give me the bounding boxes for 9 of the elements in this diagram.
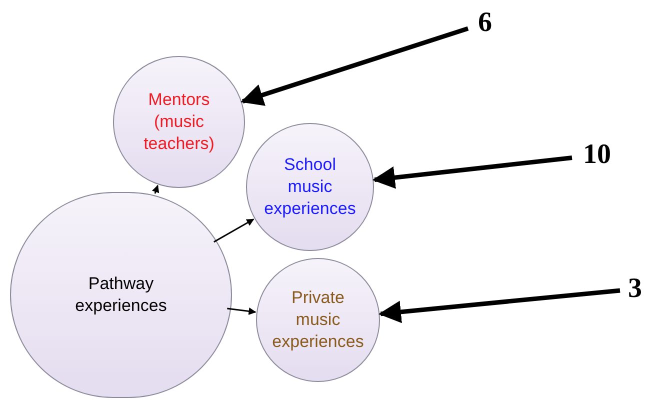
arrow xyxy=(240,26,469,106)
count-label: 10 xyxy=(576,138,618,172)
arrow xyxy=(152,184,160,194)
arrow xyxy=(214,218,254,243)
count-label: 6 xyxy=(472,6,498,40)
arrow xyxy=(227,308,256,315)
arrow xyxy=(372,156,572,189)
arrow xyxy=(378,288,620,324)
count-label: 3 xyxy=(624,272,646,306)
